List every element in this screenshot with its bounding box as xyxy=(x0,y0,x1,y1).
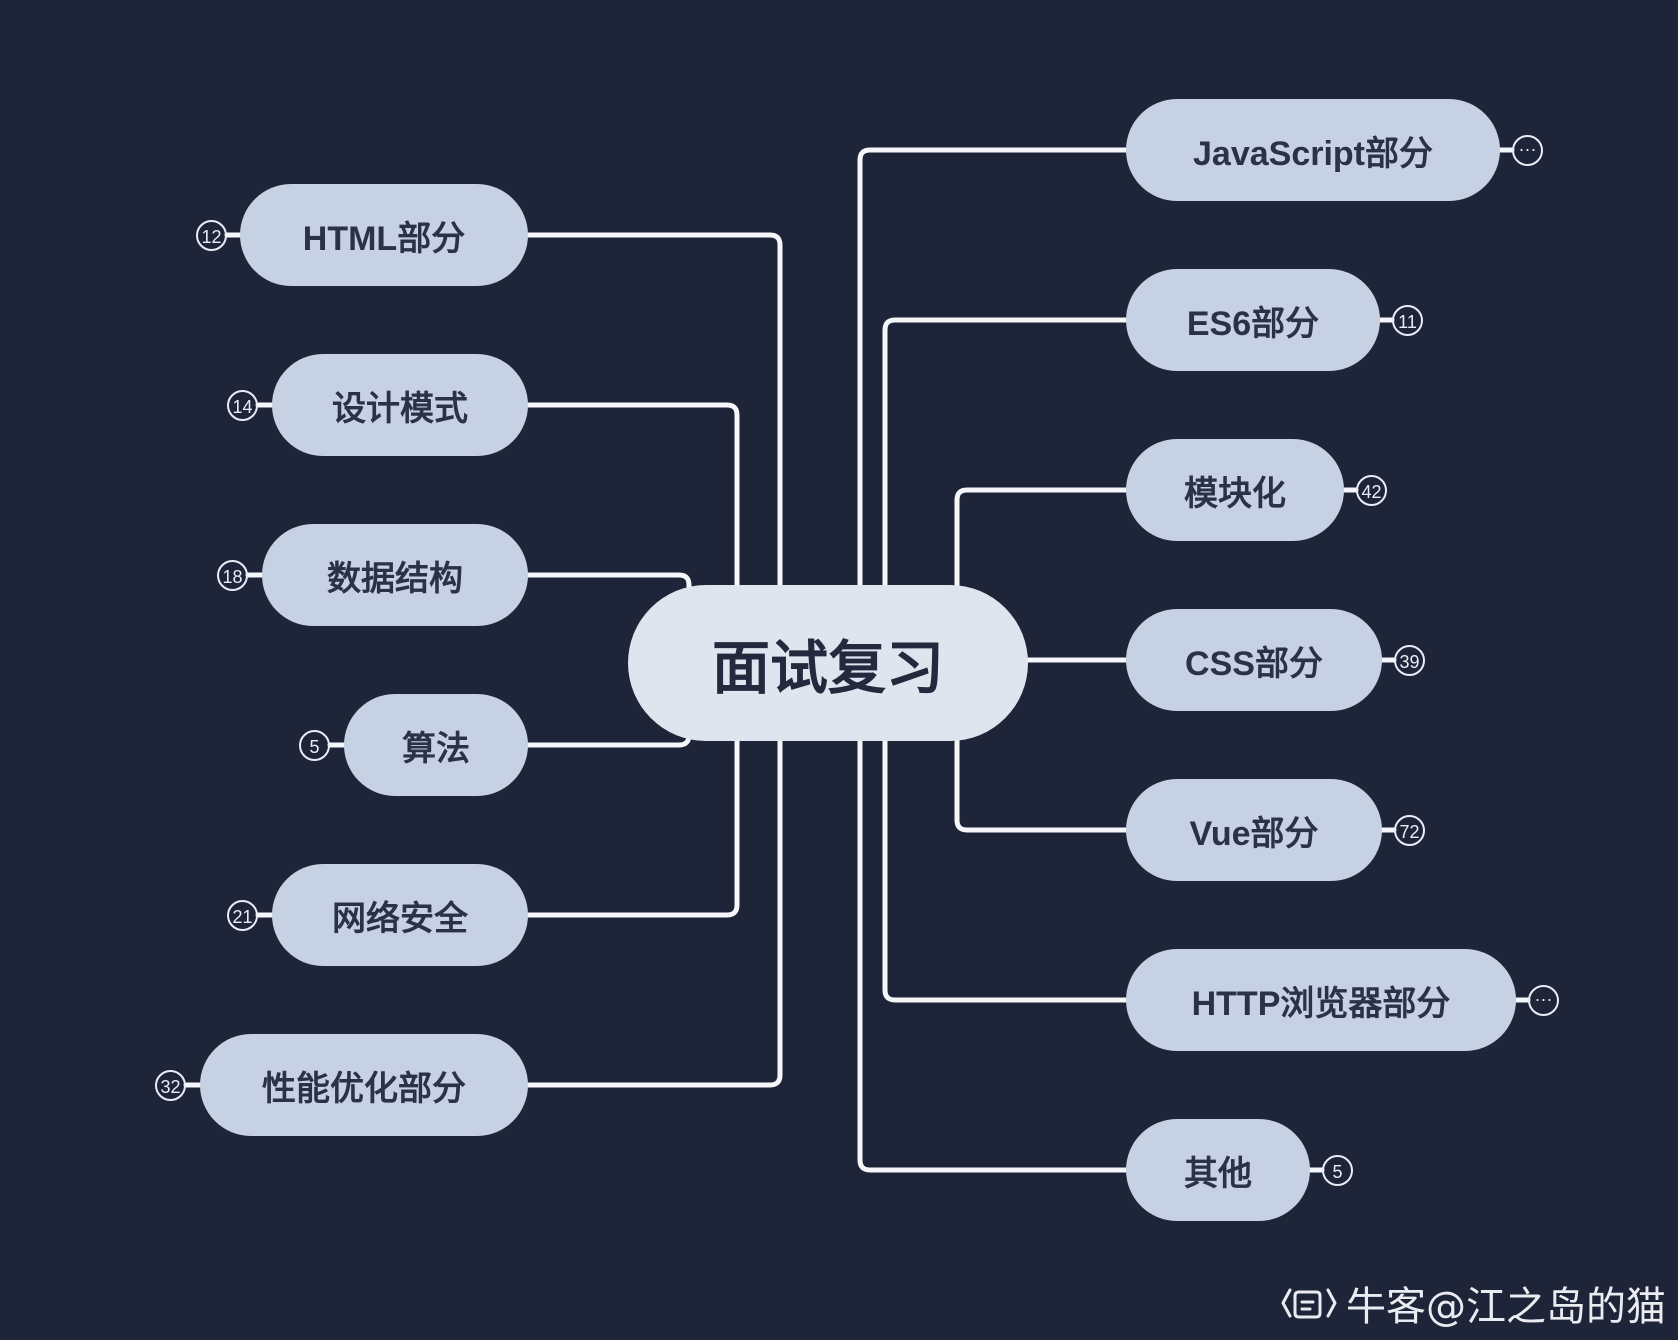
watermark: 牛客@江之岛的猫 xyxy=(1280,1274,1666,1332)
count-badge-html[interactable]: 12 xyxy=(196,220,227,251)
branch-node-html[interactable]: HTML部分 xyxy=(240,184,528,286)
branch-node-algorithms[interactable]: 算法 xyxy=(344,694,528,796)
count-badge-vue[interactable]: 72 xyxy=(1394,815,1425,846)
watermark-logo-icon xyxy=(1281,1288,1337,1319)
count-badge-other[interactable]: 5 xyxy=(1322,1155,1353,1186)
center-node[interactable]: 面试复习 xyxy=(628,585,1028,741)
more-badge-javascript[interactable]: ··· xyxy=(1512,135,1543,166)
count-badge-network-security[interactable]: 21 xyxy=(227,900,258,931)
count-badge-performance[interactable]: 32 xyxy=(155,1070,186,1101)
connector-performance xyxy=(525,735,783,1088)
branch-node-other[interactable]: 其他 xyxy=(1126,1119,1310,1221)
branch-node-javascript[interactable]: JavaScript部分 xyxy=(1126,99,1500,201)
connector-modules xyxy=(954,487,1129,591)
connector-vue xyxy=(954,735,1129,833)
count-badge-design-patterns[interactable]: 14 xyxy=(227,390,258,421)
watermark-text: 牛客@江之岛的猫 xyxy=(1346,1284,1666,1330)
connector-http xyxy=(882,735,1129,1003)
connector-data-structures xyxy=(525,572,692,591)
count-badge-data-structures[interactable]: 18 xyxy=(217,560,248,591)
branch-node-http[interactable]: HTTP浏览器部分 xyxy=(1126,949,1516,1051)
connector-javascript xyxy=(857,147,1129,591)
branch-node-performance[interactable]: 性能优化部分 xyxy=(200,1034,528,1136)
count-badge-css[interactable]: 39 xyxy=(1394,645,1425,676)
connector-html xyxy=(525,232,783,591)
count-badge-modules[interactable]: 42 xyxy=(1356,475,1387,506)
branch-node-vue[interactable]: Vue部分 xyxy=(1126,779,1382,881)
branch-node-modules[interactable]: 模块化 xyxy=(1126,439,1344,541)
count-badge-es6[interactable]: 11 xyxy=(1392,305,1423,336)
connector-other xyxy=(857,735,1129,1173)
branch-node-design-patterns[interactable]: 设计模式 xyxy=(272,354,528,456)
branch-node-network-security[interactable]: 网络安全 xyxy=(272,864,528,966)
more-badge-http[interactable]: ··· xyxy=(1528,985,1559,1016)
connector-network-security xyxy=(525,735,740,918)
branch-node-es6[interactable]: ES6部分 xyxy=(1126,269,1380,371)
branch-node-data-structures[interactable]: 数据结构 xyxy=(262,524,528,626)
branch-node-css[interactable]: CSS部分 xyxy=(1126,609,1382,711)
connector-design-patterns xyxy=(525,402,740,591)
connector-es6 xyxy=(882,317,1129,591)
count-badge-algorithms[interactable]: 5 xyxy=(299,730,330,761)
connector-algorithms xyxy=(525,732,692,748)
